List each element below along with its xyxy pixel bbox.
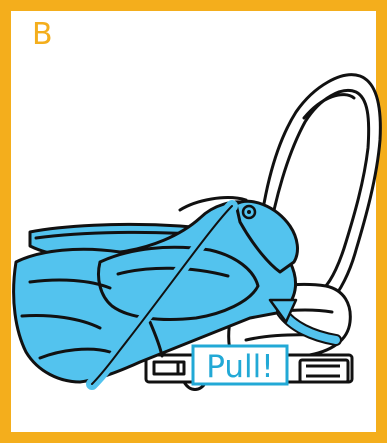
step-letter: B [32, 17, 53, 52]
curved-arrow-icon [268, 298, 342, 346]
harness-strap [86, 199, 299, 390]
pull-callout: Pull! [191, 344, 289, 386]
pull-label: Pull! [206, 349, 273, 385]
pull-callout-box [191, 344, 289, 386]
